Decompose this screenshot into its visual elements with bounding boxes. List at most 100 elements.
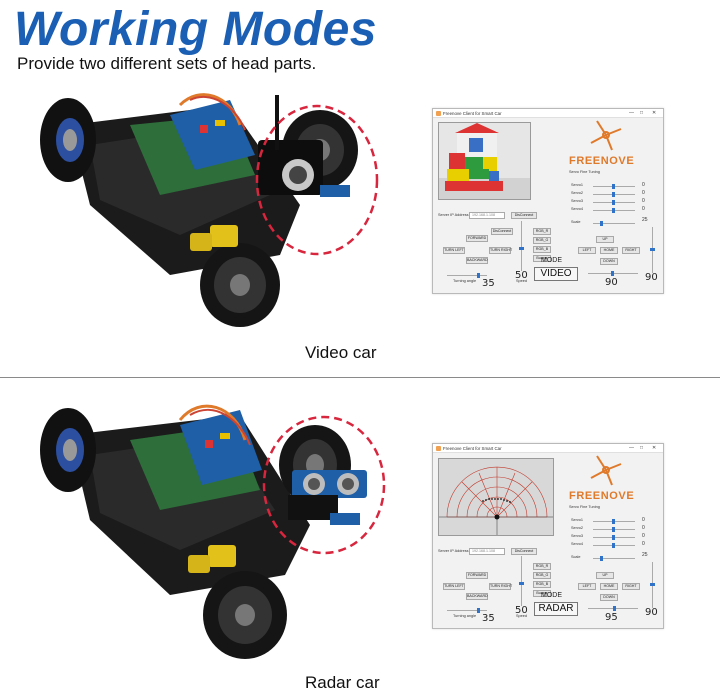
scale-slider[interactable]: [593, 558, 635, 559]
camera-home-button[interactable]: HOME: [600, 583, 618, 590]
camera-horizontal-slider-knob[interactable]: [613, 606, 616, 611]
maximize-icon[interactable]: □: [640, 110, 644, 116]
mode-label: MODE: [541, 592, 562, 599]
speed-slider-knob[interactable]: [519, 247, 524, 250]
turning-angle-slider-knob[interactable]: [477, 273, 480, 278]
scale-label: Scale: [571, 220, 581, 224]
forward-button[interactable]: FORWARD: [466, 235, 488, 242]
title-bar: Freenove Client for Smart Car — □ ✕: [433, 444, 663, 453]
servo3-label: Servo3: [571, 199, 584, 203]
camera-home-button[interactable]: HOME: [600, 247, 618, 254]
servo4-slider-knob[interactable]: [612, 208, 615, 213]
speed-label: Speed: [516, 614, 527, 618]
servo2-value: 0: [642, 525, 645, 531]
speed-slider[interactable]: [521, 221, 522, 271]
app-icon: [436, 111, 441, 116]
server-ip-input[interactable]: 192.168.1.108: [469, 548, 505, 555]
rgb-g-button[interactable]: RGB_G: [533, 572, 551, 579]
servo4-value: 0: [642, 206, 645, 212]
forward-button[interactable]: FORWARD: [466, 572, 488, 579]
turning-angle-slider[interactable]: [447, 275, 487, 276]
freenove-logo-icon: [590, 120, 622, 151]
camera-left-button[interactable]: LEFT: [578, 583, 596, 590]
rgb-b-button[interactable]: RGB_B: [533, 246, 551, 253]
rgb-g-button[interactable]: RGB_G: [533, 237, 551, 244]
servo2-slider-knob[interactable]: [612, 527, 615, 532]
servo-fine-tuning-label: Servo Fine Tuning: [569, 505, 600, 509]
servo-fine-tuning-label: Servo Fine Tuning: [569, 170, 600, 174]
camera-left-button[interactable]: LEFT: [578, 247, 596, 254]
camera-vertical-value: 90: [645, 272, 658, 283]
rgb-r-button[interactable]: RGB_R: [533, 563, 551, 570]
servo1-value: 0: [642, 182, 645, 188]
page-title: Working Modes: [14, 3, 377, 56]
camera-down-button[interactable]: DOWN: [600, 258, 618, 265]
camera-horizontal-slider-knob[interactable]: [611, 271, 614, 276]
camera-vertical-value: 90: [645, 607, 658, 618]
servo2-label: Servo2: [571, 191, 584, 195]
turn-left-button[interactable]: TURN LEFT: [443, 583, 465, 590]
turn-left-button[interactable]: TURN LEFT: [443, 247, 465, 254]
title-bar: Freenove Client for Smart Car — □ ✕: [433, 109, 663, 118]
servo3-value: 0: [642, 533, 645, 539]
turning-angle-slider[interactable]: [447, 610, 487, 611]
mode-label: MODE: [541, 257, 562, 264]
camera-right-button[interactable]: RIGHT: [622, 583, 640, 590]
video-car-photo: [30, 85, 390, 335]
turning-angle-value: 35: [482, 278, 495, 289]
close-icon[interactable]: ✕: [652, 445, 657, 451]
camera-down-button[interactable]: DOWN: [600, 594, 618, 601]
radar-view: [438, 458, 554, 536]
camera-horizontal-value: 95: [605, 612, 618, 623]
speed-label: Speed: [516, 279, 527, 283]
buzzer-button[interactable]: Buzzer: [533, 255, 551, 262]
buzzer-button[interactable]: Buzzer: [533, 590, 551, 597]
turning-angle-value: 35: [482, 613, 495, 624]
turn-right-button[interactable]: TURN RIGHT: [489, 583, 513, 590]
turn-right-button[interactable]: TURN RIGHT: [489, 247, 513, 254]
scale-slider-knob[interactable]: [600, 556, 603, 561]
video-car-caption: Video car: [305, 343, 377, 362]
servo2-slider-knob[interactable]: [612, 192, 615, 197]
servo3-slider-knob[interactable]: [612, 200, 615, 205]
minimize-icon[interactable]: —: [629, 110, 634, 116]
camera-horizontal-value: 90: [605, 277, 618, 288]
disconnect-button[interactable]: DisConnect: [511, 212, 537, 219]
servo2-label: Servo2: [571, 526, 584, 530]
close-icon[interactable]: ✕: [652, 110, 657, 116]
rgb-b-button[interactable]: RGB_B: [533, 581, 551, 588]
scale-slider-knob[interactable]: [600, 221, 603, 226]
scale-slider[interactable]: [593, 223, 635, 224]
window-title: Freenove Client for Smart Car: [443, 111, 502, 116]
servo1-slider-knob[interactable]: [612, 519, 615, 524]
disconnect-button[interactable]: DisConnect: [511, 548, 537, 555]
maximize-icon[interactable]: □: [640, 445, 644, 451]
turning-angle-slider-knob[interactable]: [477, 608, 480, 613]
mode-button[interactable]: RADAR: [534, 602, 578, 616]
servo1-slider-knob[interactable]: [612, 184, 615, 189]
backward-button[interactable]: BACKWARD: [466, 257, 488, 264]
speed-slider-knob[interactable]: [519, 582, 524, 585]
disconnect-button-2[interactable]: DisConnect: [491, 228, 513, 235]
camera-right-button[interactable]: RIGHT: [622, 247, 640, 254]
camera-vertical-slider-knob[interactable]: [650, 583, 655, 586]
mode-button[interactable]: VIDEO: [534, 267, 578, 281]
freenove-logo-icon: [590, 455, 622, 486]
rgb-r-button[interactable]: RGB_R: [533, 228, 551, 235]
brand-name: FREENOVE: [569, 155, 635, 167]
camera-up-button[interactable]: UP: [596, 236, 614, 243]
backward-button[interactable]: BACKWARD: [466, 593, 488, 600]
servo1-label: Servo1: [571, 518, 584, 522]
speed-slider[interactable]: [521, 556, 522, 606]
minimize-icon[interactable]: —: [629, 445, 634, 451]
servo4-value: 0: [642, 541, 645, 547]
speed-value: 50: [515, 605, 528, 616]
servo4-slider-knob[interactable]: [612, 543, 615, 548]
camera-vertical-slider-knob[interactable]: [650, 248, 655, 251]
camera-up-button[interactable]: UP: [596, 572, 614, 579]
servo3-slider-knob[interactable]: [612, 535, 615, 540]
window-title: Freenove Client for Smart Car: [443, 446, 502, 451]
scale-value: 25: [642, 217, 648, 223]
servo3-label: Servo3: [571, 534, 584, 538]
server-ip-input[interactable]: 192.168.1.108: [469, 212, 505, 219]
